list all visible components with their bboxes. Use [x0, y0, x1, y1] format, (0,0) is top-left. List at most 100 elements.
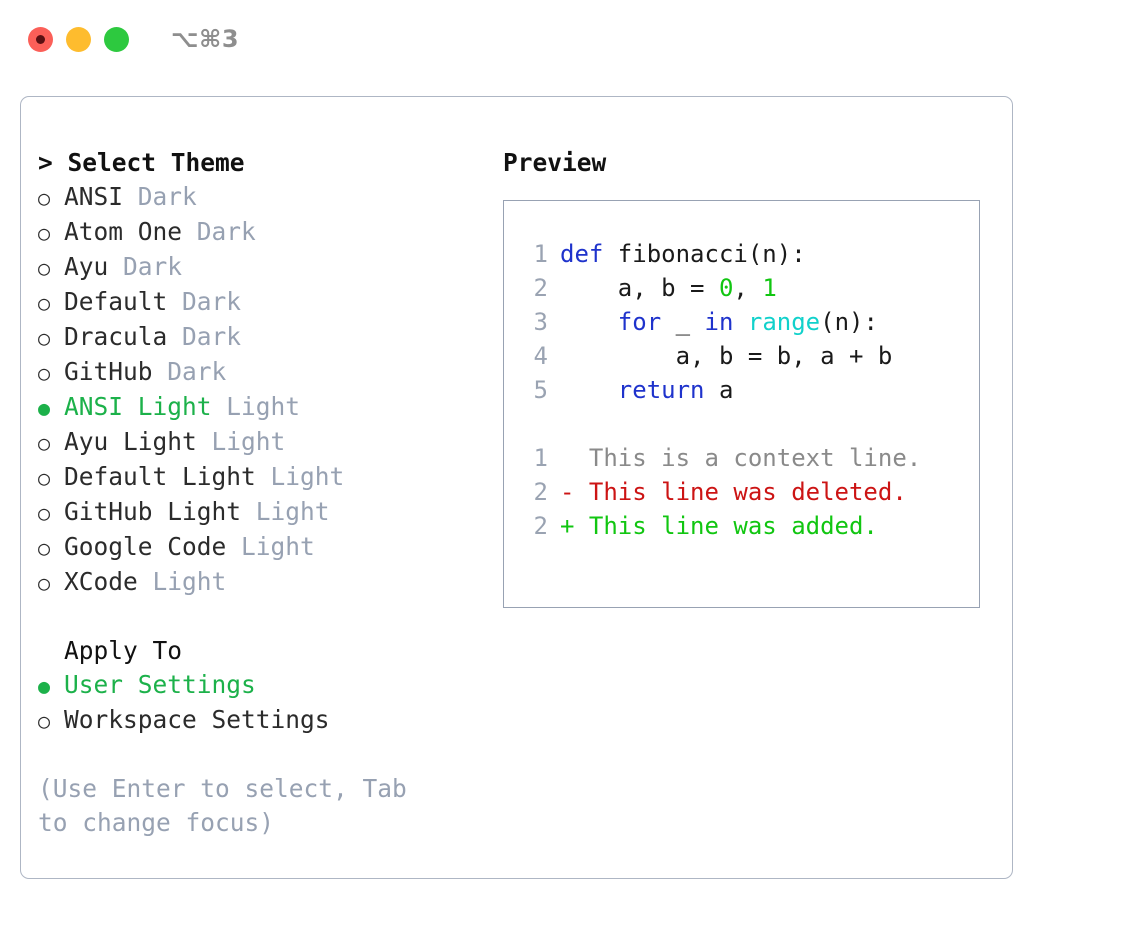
token-plain: a — [704, 376, 734, 404]
token-num: 1 — [762, 274, 777, 302]
theme-option-label: Default — [64, 287, 168, 316]
theme-option-3[interactable]: ○Default Dark — [38, 285, 486, 320]
line-number: 1 — [533, 444, 548, 472]
theme-option-label: GitHub — [64, 357, 153, 386]
theme-option-tag: Dark — [167, 287, 242, 316]
code-line-content: a, b = b, a + b — [560, 339, 893, 373]
code-line: 2 a, b = 0, 1 — [522, 271, 979, 305]
radio-unselected-icon: ○ — [38, 186, 51, 210]
theme-option-label: Default Light — [64, 462, 256, 491]
apply-option-label: Workspace Settings — [64, 705, 330, 734]
token-kw: def — [560, 240, 604, 268]
diff-line-content: - This line was deleted. — [560, 478, 907, 506]
theme-option-label: XCode — [64, 567, 138, 596]
code-line: 1 def fibonacci(n): — [522, 237, 979, 271]
code-line-content: for _ in range(n): — [560, 305, 878, 339]
diff-line-content: + This line was added. — [560, 512, 878, 540]
window-titlebar: ⌥⌘3 — [0, 0, 1140, 78]
close-button[interactable] — [28, 26, 53, 52]
theme-option-tag: Light — [137, 567, 227, 596]
radio-unselected-icon: ○ — [38, 501, 51, 525]
token-kw: return — [617, 376, 705, 404]
close-indicator-dot — [36, 34, 45, 44]
page-title: > Select Theme — [38, 148, 245, 177]
code-line-content: a, b = 0, 1 — [560, 271, 777, 305]
theme-option-tag: Dark — [152, 357, 227, 386]
diff-line: 2 - This line was deleted. — [522, 475, 979, 509]
theme-option-5[interactable]: ○ GitHub Dark — [38, 355, 486, 390]
theme-option-10[interactable]: ○ Google Code Light — [38, 530, 486, 565]
token-plain: a, b = — [560, 274, 719, 302]
code-line: 5 return a — [522, 373, 979, 407]
theme-option-0[interactable]: ○ANSI Dark — [38, 180, 486, 215]
line-number: 2 — [533, 274, 548, 302]
line-number: 2 — [533, 512, 548, 540]
diff-line: 1 This is a context line. — [522, 441, 979, 475]
theme-option-tag: Light — [241, 497, 330, 526]
line-number: 4 — [533, 342, 548, 370]
theme-option-1[interactable]: ○ Atom One Dark — [38, 215, 486, 250]
theme-option-tag: Dark — [108, 252, 183, 281]
token-plain — [560, 376, 618, 404]
code-line-content: def fibonacci(n): — [560, 237, 806, 271]
token-num: 0 — [718, 274, 734, 302]
theme-option-tag: Dark — [182, 217, 256, 246]
theme-picker-pane: > Select Theme ○ANSI Dark○Atom One Dark○… — [21, 97, 486, 878]
keyboard-hint-text: (Use Enter to select, Tab to change focu… — [38, 774, 422, 837]
radio-unselected-icon: ○ — [38, 466, 51, 490]
theme-list: ○ANSI Dark○Atom One Dark○Ayu Dark○Defaul… — [38, 180, 486, 600]
traffic-light-buttons — [28, 26, 129, 52]
theme-option-tag: Dark — [167, 322, 242, 351]
theme-option-11[interactable]: ○ XCode Light — [38, 565, 486, 600]
theme-option-tag: Dark — [123, 182, 197, 211]
theme-option-8[interactable]: ○ Default Light Light — [38, 460, 486, 495]
radio-unselected-icon: ○ — [38, 361, 51, 385]
radio-unselected-icon: ○ — [38, 221, 51, 245]
apply-option-1[interactable]: ○ Workspace Settings — [38, 703, 486, 738]
zoom-button[interactable] — [104, 26, 129, 52]
theme-option-label: Ayu — [64, 252, 109, 281]
preview-title: Preview — [503, 148, 607, 177]
radio-unselected-icon: ○ — [38, 536, 51, 560]
code-line: 3 for _ in range(n): — [522, 305, 979, 339]
radio-unselected-icon: ○ — [38, 571, 51, 595]
minimize-button[interactable] — [66, 26, 91, 52]
theme-option-tag: Light — [226, 532, 315, 561]
radio-unselected-icon: ○ — [38, 256, 51, 280]
radio-selected-icon: ● — [38, 396, 51, 420]
theme-option-tag: Light — [255, 462, 345, 491]
theme-option-9[interactable]: ○GitHub Light Light — [38, 495, 486, 530]
apply-to-list: ● User Settings ○ Workspace Settings — [38, 668, 486, 738]
diff-sample: 1 This is a context line. 2 - This line wa… — [522, 441, 979, 543]
line-number: 5 — [533, 376, 548, 404]
theme-option-tag: Light — [196, 427, 286, 456]
theme-option-label: Dracula — [64, 322, 168, 351]
theme-option-2[interactable]: ○ Ayu Dark — [38, 250, 486, 285]
apply-option-0[interactable]: ● User Settings — [38, 668, 486, 703]
code-line-content: return a — [560, 373, 734, 407]
token-plain: fibonacci(n): — [603, 240, 806, 268]
radio-unselected-icon: ○ — [38, 326, 51, 350]
token-plain — [560, 308, 618, 336]
line-number: 3 — [533, 308, 548, 336]
apply-to-heading: Apply To — [64, 636, 183, 665]
token-plain — [733, 308, 747, 336]
theme-option-4[interactable]: ○ Dracula Dark — [38, 320, 486, 355]
theme-option-6[interactable]: ●ANSI Light Light — [38, 390, 486, 425]
apply-option-label: User Settings — [64, 670, 256, 699]
keyboard-shortcut-label: ⌥⌘3 — [171, 25, 240, 53]
line-number: 1 — [533, 240, 548, 268]
theme-option-label: Ayu Light — [64, 427, 197, 456]
theme-option-7[interactable]: ○Ayu Light Light — [38, 425, 486, 460]
theme-option-label: Google Code — [64, 532, 227, 561]
radio-selected-icon: ● — [38, 674, 51, 698]
theme-option-label: Atom One — [64, 217, 183, 246]
token-plain: (n): — [820, 308, 878, 336]
radio-unselected-icon: ○ — [38, 709, 51, 733]
diff-line-content: This is a context line. — [560, 444, 922, 472]
line-number: 2 — [533, 478, 548, 506]
token-plain: a, b = b, a + b — [560, 342, 893, 370]
